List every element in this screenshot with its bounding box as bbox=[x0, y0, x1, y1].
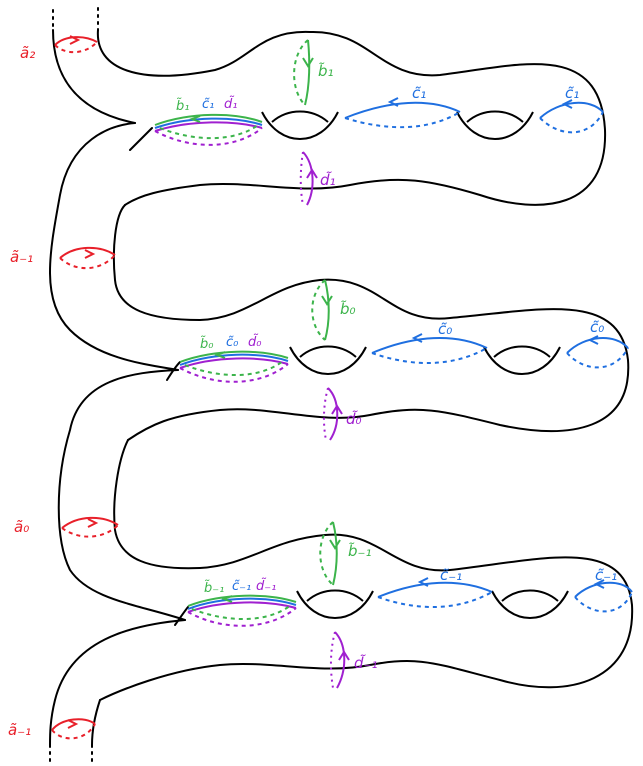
level-1-curves bbox=[154, 39, 604, 206]
label-d-0: d̃₀ bbox=[346, 409, 362, 428]
label-c-0-small: c̃₀ bbox=[226, 335, 239, 350]
a-curves bbox=[51, 35, 119, 740]
label-c-0-mid: c̃₀ bbox=[438, 320, 452, 338]
level-minus1-curves bbox=[187, 521, 633, 689]
label-c-minus1-small: c̃₋₁ bbox=[232, 579, 251, 594]
label-c-minus1-mid: c̃₋₁ bbox=[440, 566, 462, 584]
label-d-0-small: d̃₀ bbox=[248, 335, 262, 350]
label-c-1-right: c̃₁ bbox=[565, 84, 579, 102]
label-c-minus1-right: c̃₋₁ bbox=[595, 566, 617, 584]
label-d-minus1: d̃₋₁ bbox=[354, 653, 377, 672]
label-c-0-right: c̃₀ bbox=[590, 318, 604, 336]
label-b-1: b̃₁ bbox=[318, 61, 334, 80]
label-b-minus1-small: b̃₋₁ bbox=[204, 581, 224, 596]
label-c-1-mid: c̃₁ bbox=[412, 84, 426, 102]
label-d-minus1-small: d̃₋₁ bbox=[256, 579, 276, 594]
label-a-minus1-top: ã₋₁ bbox=[10, 248, 33, 266]
label-c-1-small: c̃₁ bbox=[202, 97, 214, 112]
surface-outline bbox=[49, 7, 634, 763]
label-b-1-small: b̃₁ bbox=[176, 99, 189, 114]
label-a-2: ã₂ bbox=[20, 44, 35, 62]
label-d-1: d̃₁ bbox=[320, 170, 336, 189]
label-b-minus1: b̃₋₁ bbox=[348, 541, 371, 560]
label-a-0: ã₀ bbox=[14, 518, 29, 536]
label-a-minus1-bottom: ã₋₁ bbox=[8, 721, 31, 739]
level-0-curves bbox=[179, 279, 629, 441]
label-d-1-small: d̃₁ bbox=[224, 97, 237, 112]
label-b-0: b̃₀ bbox=[340, 299, 356, 318]
handle-holes bbox=[261, 110, 569, 619]
label-b-0-small: b̃₀ bbox=[200, 337, 214, 352]
